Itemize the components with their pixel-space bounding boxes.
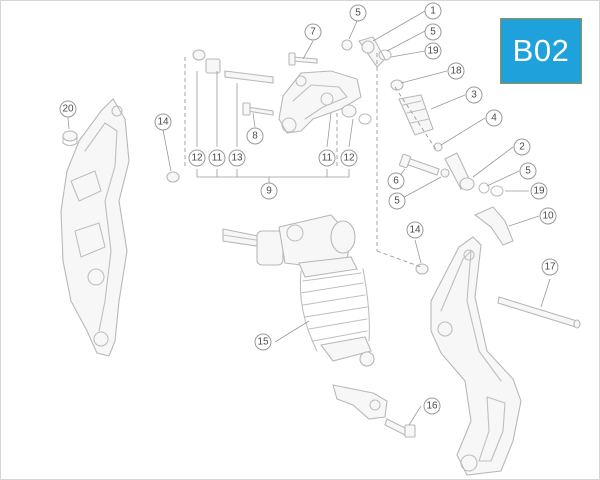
- rocker-bushings: [192, 49, 372, 125]
- callout-14-right: 14: [406, 221, 424, 239]
- callout-20-label: 20: [62, 104, 74, 115]
- callout-14-left: 14: [154, 113, 172, 131]
- callout-20: 20: [59, 100, 77, 118]
- callout-16-label: 16: [426, 401, 438, 412]
- callout-2-label: 2: [519, 142, 525, 153]
- rocker-lever: [278, 70, 362, 134]
- callout-14-right-label: 14: [409, 225, 421, 236]
- callout-7: 7: [304, 23, 322, 41]
- leader-lines: [67, 10, 551, 426]
- callout-5-upper-right: 5: [424, 23, 442, 41]
- callout-3-label: 3: [471, 90, 477, 101]
- shock-absorber: [222, 214, 375, 367]
- callout-8: 8: [246, 127, 264, 145]
- callout-15-label: 15: [257, 337, 269, 348]
- frame-bracket-left: [60, 98, 130, 357]
- callout-17: 17: [541, 258, 559, 276]
- section-badge: B02: [500, 18, 582, 84]
- assembly-lines: [184, 53, 438, 268]
- callout-5-right: 5: [519, 162, 537, 180]
- callout-1: 1: [424, 2, 442, 20]
- callout-5-lower-label: 5: [394, 196, 400, 207]
- callout-17-label: 17: [544, 262, 556, 273]
- callout-16: 16: [423, 397, 441, 415]
- lower-shock-bracket: [332, 384, 416, 438]
- link-part-10: [473, 206, 514, 246]
- callout-11-right: 11: [318, 149, 336, 167]
- callout-12-left-label: 12: [191, 153, 203, 164]
- callout-6: 6: [387, 172, 405, 190]
- bolts: [166, 153, 450, 275]
- callout-11-left: 11: [208, 149, 226, 167]
- callout-19-top: 19: [424, 42, 442, 60]
- callout-5-lower: 5: [388, 192, 406, 210]
- callout-11-left-label: 11: [212, 153, 223, 164]
- callout-5-right-label: 5: [525, 166, 531, 177]
- callout-12-right: 12: [340, 149, 358, 167]
- callout-8-label: 8: [252, 131, 258, 142]
- callout-15: 15: [254, 333, 272, 351]
- callout-6-label: 6: [393, 176, 399, 187]
- callout-13-label: 13: [231, 153, 243, 164]
- callout-10-label: 10: [542, 211, 554, 222]
- callout-19-right: 19: [530, 182, 548, 200]
- callout-9-label: 9: [266, 186, 272, 197]
- tie-rod-assembly: [341, 36, 504, 197]
- callout-18: 18: [447, 62, 465, 80]
- callout-5-top: 5: [349, 4, 367, 22]
- callout-14-left-label: 14: [157, 117, 169, 128]
- callout-1-label: 1: [430, 6, 436, 17]
- callout-5-upper-right-label: 5: [430, 27, 436, 38]
- callout-2: 2: [513, 138, 531, 156]
- callout-4: 4: [485, 109, 503, 127]
- callout-7-label: 7: [310, 27, 316, 38]
- callout-13: 13: [228, 149, 246, 167]
- callout-12-right-label: 12: [343, 153, 355, 164]
- callout-12-left: 12: [188, 149, 206, 167]
- callout-4-label: 4: [491, 113, 497, 124]
- callout-10: 10: [539, 207, 557, 225]
- callout-19-right-label: 19: [533, 186, 545, 197]
- callout-3: 3: [465, 86, 483, 104]
- callout-5-top-label: 5: [355, 8, 361, 19]
- callout-11-right-label: 11: [322, 153, 333, 164]
- callout-19-top-label: 19: [427, 46, 439, 57]
- callout-18-label: 18: [450, 66, 462, 77]
- callout-9: 9: [260, 182, 278, 200]
- frame-bracket-right: [430, 236, 581, 476]
